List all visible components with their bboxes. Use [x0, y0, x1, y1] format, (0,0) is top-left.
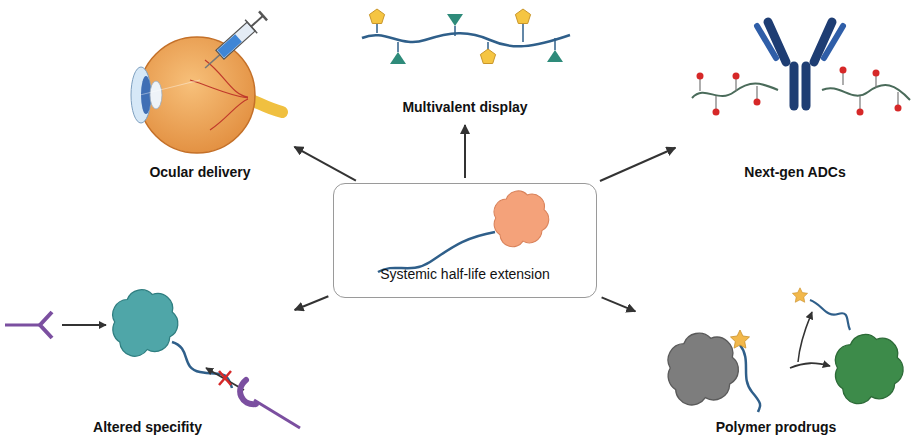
- inactive-protein: [668, 333, 738, 405]
- protein: [113, 290, 178, 356]
- lens: [150, 81, 162, 109]
- application-node: Next-gen ADCs: [680, 5, 910, 185]
- specificity-illustration: [5, 290, 300, 428]
- ligand-pentagon: [369, 9, 384, 24]
- drug-payloads: [697, 67, 902, 116]
- linker: [522, 24, 524, 42]
- eye-globe: [139, 37, 255, 153]
- ligand-pentagon: [480, 49, 495, 64]
- fc-chain: [790, 66, 799, 106]
- linker: [897, 92, 898, 106]
- syringe-cap: [259, 11, 267, 20]
- antibody: [757, 22, 843, 106]
- polymer-chain: [740, 345, 760, 412]
- syringe-liquid: [217, 34, 242, 57]
- ligand-triangle: [547, 50, 563, 62]
- adc-illustration: [692, 22, 910, 116]
- syringe-illustration: [199, 9, 269, 75]
- payload-dot: [713, 109, 720, 116]
- block-cross: [219, 371, 231, 385]
- linker: [859, 96, 860, 110]
- drug-linkers: [700, 72, 898, 110]
- ligand-triangle: [447, 14, 463, 26]
- arrow-connector: [600, 148, 675, 181]
- application-label: Ocular delivery: [149, 164, 250, 181]
- conjugate-illustration: [378, 191, 549, 272]
- iris: [141, 76, 151, 114]
- application-node: Multivalent display: [350, 5, 580, 120]
- application-node: Ocular delivery: [110, 5, 290, 185]
- application-label: Altered specifity: [93, 419, 202, 436]
- application-label: Next-gen ADCs: [744, 164, 845, 181]
- syringe-plunger: [251, 16, 263, 27]
- polymer-chain: [172, 342, 232, 388]
- payload-dot: [733, 73, 740, 80]
- visual-axis: [140, 80, 200, 95]
- central-concept-box: Systemic half-life extension: [333, 183, 597, 298]
- payload-dot: [754, 99, 761, 106]
- release-arrow: [798, 312, 812, 362]
- binding-arrow: [62, 324, 106, 326]
- linker: [715, 96, 716, 110]
- syringe-flange: [245, 20, 257, 33]
- polymer-chain: [362, 33, 570, 46]
- ligand-triangle: [390, 52, 406, 64]
- ligand-pentagon: [515, 9, 530, 24]
- active-protein: [835, 334, 903, 403]
- receptor-stem: [254, 400, 300, 428]
- linker: [875, 75, 876, 88]
- linker: [842, 72, 843, 85]
- linker: [735, 78, 736, 91]
- payload-dot: [895, 105, 902, 112]
- arrow-connector: [602, 297, 636, 311]
- eye-illustration: [131, 37, 282, 153]
- light-chain: [824, 26, 843, 58]
- syringe-needle: [205, 55, 220, 68]
- application-label: Multivalent display: [402, 99, 527, 116]
- payload-dot: [857, 109, 864, 116]
- cleavable-linker: [731, 330, 750, 348]
- syringe-barrel: [216, 22, 255, 59]
- application-label: Polymer prodrugs: [716, 419, 837, 436]
- linker: [397, 42, 399, 52]
- payload-dot: [840, 67, 847, 74]
- application-node: Altered specifity: [5, 300, 290, 440]
- linker: [554, 38, 556, 50]
- light-chain: [757, 26, 776, 58]
- arrow-connector: [464, 125, 466, 178]
- eye-vessels: [190, 60, 248, 130]
- receptor-stem: [5, 324, 40, 327]
- protein: [494, 191, 549, 247]
- receptor-binding-site: [40, 312, 52, 338]
- linker: [699, 78, 700, 91]
- arrow-connector: [295, 296, 329, 310]
- polymer-chain: [822, 85, 910, 100]
- polymer-chain: [692, 84, 778, 99]
- application-node: Polymer prodrugs: [640, 300, 912, 440]
- linker: [454, 26, 456, 36]
- concept-label: Systemic half-life extension: [380, 266, 550, 283]
- release-arrow: [790, 363, 830, 368]
- released-polymer: [810, 300, 850, 330]
- released-linker: [792, 288, 807, 302]
- multivalent-illustration: [362, 9, 570, 64]
- linker: [756, 86, 757, 100]
- linker: [376, 24, 378, 33]
- payload-dot: [697, 73, 704, 80]
- payload-dot: [873, 70, 880, 77]
- receptor-binding-site: [240, 380, 256, 404]
- arrow-connector: [294, 147, 356, 181]
- prodrug-illustration: [668, 288, 903, 412]
- fc-chain: [802, 66, 811, 106]
